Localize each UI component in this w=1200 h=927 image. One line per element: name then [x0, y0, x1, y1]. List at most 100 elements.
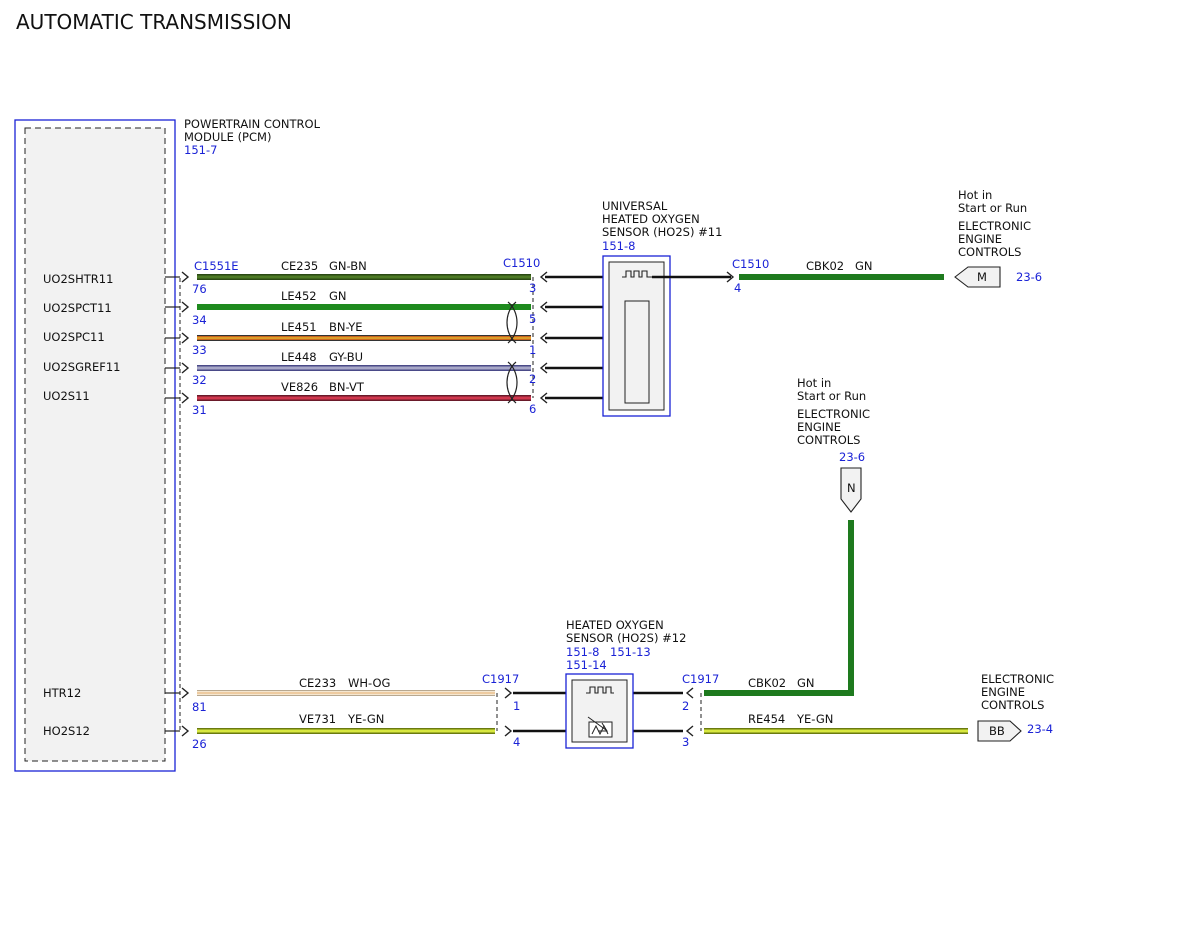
dest-m-line1: Hot in — [958, 188, 992, 202]
sensor11-name-line2: HEATED OXYGEN — [602, 212, 700, 226]
c1917-left-pin: 1 — [513, 699, 520, 713]
pcm-pin-label: UO2S11 — [43, 389, 90, 403]
wire-circuit: CE235 — [281, 259, 318, 273]
pcm-pin-label: UO2SHTR11 — [43, 272, 113, 286]
wire-color-code: GY-BU — [329, 350, 363, 364]
pcm-pin-number: 81 — [192, 700, 207, 714]
c1510-pin: 6 — [529, 402, 536, 416]
wire-color-code: YE-GN — [347, 712, 384, 726]
c1917-left-chevrons — [504, 687, 513, 737]
wire-circuit: CBK02 — [806, 259, 844, 273]
pcm-pin-leads — [165, 276, 180, 732]
page-title: AUTOMATIC TRANSMISSION — [16, 10, 292, 34]
dest-bb-letter: BB — [989, 724, 1005, 738]
sensor11-ref: 151-8 — [602, 239, 635, 253]
dest-m-line5: CONTROLS — [958, 245, 1021, 259]
wire-circuit: VE826 — [281, 380, 318, 394]
connector-c1917-left: C1917 — [482, 672, 519, 686]
c1510-right-pin: 4 — [734, 281, 741, 295]
dest-bb-ref: 23-4 — [1027, 722, 1053, 736]
twisted-pair-marks — [506, 301, 518, 404]
pcm-name-line2: MODULE (PCM) — [184, 130, 271, 144]
pcm-inner-dashed — [24, 127, 166, 762]
sensor11-name-line1: UNIVERSAL — [602, 199, 668, 213]
c1510-pin: 2 — [529, 372, 536, 386]
dest-n-ref: 23-6 — [839, 450, 865, 464]
heater-icon — [622, 270, 652, 278]
pcm-pin-number: 31 — [192, 403, 207, 417]
dest-n-line2: Start or Run — [797, 389, 866, 403]
dest-n-line5: CONTROLS — [797, 433, 860, 447]
sensor12-ref1: 151-8 — [566, 645, 599, 659]
sensor12-ref3: 151-14 — [566, 658, 607, 672]
c1510-right-chevron — [726, 271, 735, 283]
c1917-right-pin: 2 — [682, 699, 689, 713]
sensor12-name-line1: HEATED OXYGEN — [566, 618, 664, 632]
connector-flag-m — [954, 266, 1001, 288]
wire-color-code: GN-BN — [329, 259, 367, 273]
dest-bb-line3: CONTROLS — [981, 698, 1044, 712]
pcm-pin-label: HTR12 — [43, 686, 81, 700]
pcm-pin-number: 32 — [192, 373, 207, 387]
wire-circuit: VE731 — [299, 712, 336, 726]
pcm-pin-label: UO2SPC11 — [43, 330, 105, 344]
connector-c1510-right: C1510 — [732, 257, 769, 271]
pcm-chevrons — [181, 271, 190, 737]
wire-circuit: CBK02 — [748, 676, 786, 690]
connector-c1551e: C1551E — [194, 259, 239, 273]
wire-color-code: GN — [855, 259, 873, 273]
c1917-right-chevrons — [685, 687, 694, 737]
pcm-ref: 151-7 — [184, 143, 217, 157]
pcm-pin-label: HO2S12 — [43, 724, 90, 738]
connector-flag-n — [840, 467, 862, 513]
connector-c1917-right: C1917 — [682, 672, 719, 686]
c1510-pin: 1 — [529, 343, 536, 357]
c1510-chevrons — [539, 271, 548, 404]
lower-wires — [197, 690, 968, 734]
sensor-element — [624, 300, 650, 404]
c1510-pin: 5 — [529, 312, 536, 326]
pcm-pin-number: 76 — [192, 282, 207, 296]
wire-circuit: LE448 — [281, 350, 317, 364]
sensor-ho2s-12: HEATED OXYGEN SENSOR (HO2S) #12 151-8 15… — [565, 618, 686, 749]
destination-m: M 23-6 Hot in Start or Run ELECTRONIC EN… — [954, 188, 1042, 288]
sensor-cell-icon — [588, 721, 613, 738]
dest-n-line3: ELECTRONIC — [797, 407, 870, 421]
dest-bb-line2: ENGINE — [981, 685, 1025, 699]
heater-icon — [586, 686, 614, 694]
dest-m-line2: Start or Run — [958, 201, 1027, 215]
dest-m-line3: ELECTRONIC — [958, 219, 1031, 233]
wire-color-code: BN-YE — [329, 320, 363, 334]
upper-wires — [197, 274, 531, 401]
dest-n-letter: N — [847, 481, 856, 495]
c1917-left-pin: 4 — [513, 735, 520, 749]
wire-circuit: LE452 — [281, 289, 317, 303]
dest-n-line4: ENGINE — [797, 420, 841, 434]
dest-m-line4: ENGINE — [958, 232, 1002, 246]
sensor12-ref2: 151-13 — [610, 645, 651, 659]
wire-circuit: CE233 — [299, 676, 336, 690]
sensor11-name-line3: SENSOR (HO2S) #11 — [602, 225, 722, 239]
sensor-ho2s-11: UNIVERSAL HEATED OXYGEN SENSOR (HO2S) #1… — [602, 199, 731, 417]
dest-n-line1: Hot in — [797, 376, 831, 390]
dest-m-ref: 23-6 — [1016, 270, 1042, 284]
pcm-pin-number: 26 — [192, 737, 207, 751]
pcm-pin-number: 33 — [192, 343, 207, 357]
destination-bb: ELECTRONIC ENGINE CONTROLS BB 23-4 — [977, 672, 1054, 742]
wire-circuit: RE454 — [748, 712, 785, 726]
pcm-pin-label: UO2SGREF11 — [43, 360, 121, 374]
pcm-name-line1: POWERTRAIN CONTROL — [184, 117, 321, 131]
wire-color-code: GN — [797, 676, 815, 690]
connector-c1510-left: C1510 — [503, 256, 540, 270]
pcm-pin-number: 34 — [192, 313, 207, 327]
pcm-module: POWERTRAIN CONTROL MODULE (PCM) 151-7 UO… — [14, 117, 321, 772]
c1917-right-pin: 3 — [682, 735, 689, 749]
c1510-pin: 3 — [529, 281, 536, 295]
sensor12-name-line2: SENSOR (HO2S) #12 — [566, 631, 686, 645]
pcm-pin-label: UO2SPCT11 — [43, 301, 112, 315]
wire-color-code: BN-VT — [329, 380, 365, 394]
wire-color-code: GN — [329, 289, 347, 303]
wire-color-code: YE-GN — [796, 712, 833, 726]
wire-color-code: WH-OG — [348, 676, 390, 690]
